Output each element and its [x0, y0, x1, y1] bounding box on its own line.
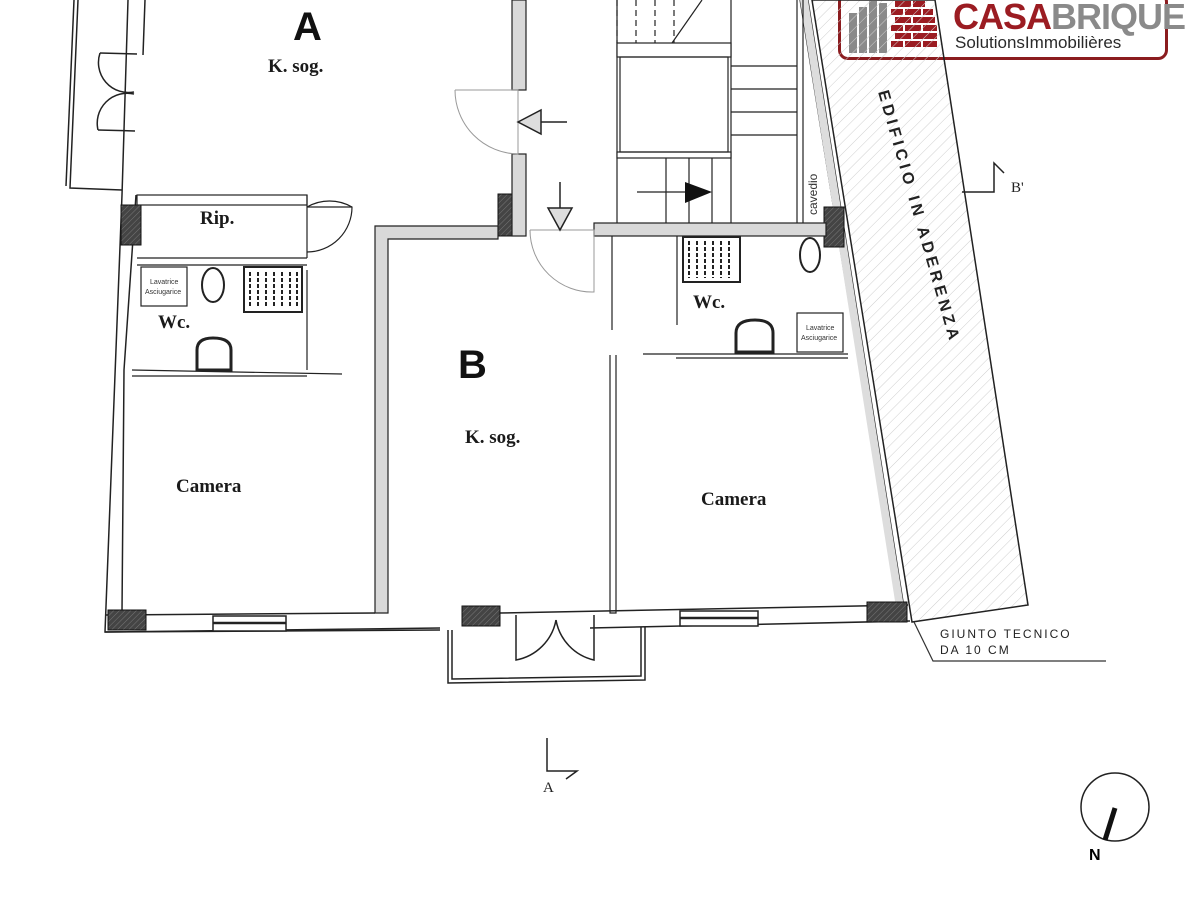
- appliance-right-line2: Asciugarice: [801, 335, 837, 342]
- north-label: N: [1089, 847, 1101, 864]
- section-marker-b: [962, 161, 1005, 193]
- logo-brand-brique: BRIQUE: [1051, 0, 1186, 37]
- storage-label: Rip.: [200, 208, 234, 229]
- joint-note-line2: da 10 cm: [940, 643, 1011, 657]
- stair-direction-arrow-icon: [685, 182, 712, 203]
- joint-leader-line: [913, 621, 1106, 662]
- logo-brand-casa: CASA: [953, 0, 1052, 37]
- section-a-label: A: [543, 780, 554, 796]
- stairwell: [616, 0, 804, 223]
- unit-a-letter: A: [293, 5, 322, 49]
- unit-b-letter: B: [458, 343, 487, 387]
- logo-brand: CASABRIQUE: [953, 0, 1186, 37]
- shower-tray-right: [688, 241, 730, 278]
- appliance-left-line1: Lavatrice: [150, 279, 179, 286]
- right-service-rooms: [609, 236, 848, 614]
- unit-a-living-label: K. sog.: [268, 56, 323, 77]
- bottom-wall: [104, 604, 911, 684]
- shaft-label: cavedio: [806, 173, 820, 215]
- bedroom-right-label: Camera: [701, 489, 767, 510]
- bidet-right: [799, 237, 821, 273]
- wc-left-label: Wc.: [158, 312, 190, 333]
- unit-b-living-label: K. sog.: [465, 427, 520, 448]
- section-b-label: B': [1011, 180, 1024, 196]
- appliance-right-line1: Lavatrice: [806, 325, 835, 332]
- joint-note-line1: Giunto tecnico: [940, 627, 1072, 641]
- section-marker-a: [546, 738, 580, 780]
- wc-right-label: Wc.: [693, 292, 725, 313]
- appliance-left-line2: Asciugarice: [145, 289, 181, 296]
- entrance-doors: [454, 89, 595, 293]
- sink-left: [195, 336, 233, 372]
- adjacent-building: [799, 0, 1029, 623]
- logo-tagline: SolutionsImmobilières: [955, 33, 1122, 52]
- bidet-left: [201, 267, 225, 303]
- shower-tray-left: [249, 272, 298, 308]
- structural-pillars: [107, 193, 908, 631]
- entry-arrow-icon: [516, 108, 574, 232]
- north-arrow-icon: [1080, 772, 1150, 842]
- interior-walls: [374, 0, 827, 614]
- sink-right: [734, 318, 775, 354]
- bedroom-left-label: Camera: [176, 476, 242, 497]
